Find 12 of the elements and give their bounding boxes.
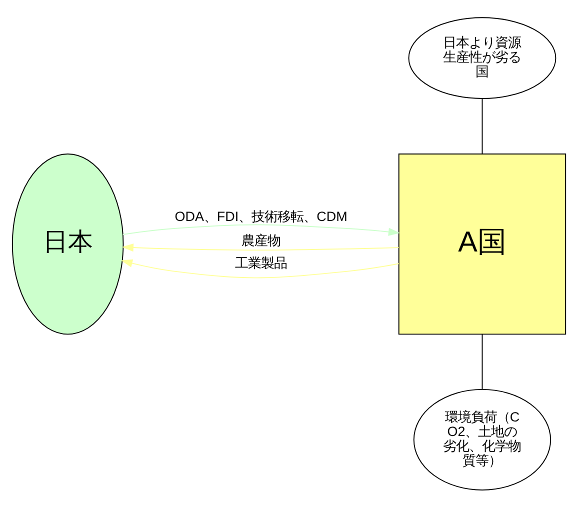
node-ellipse: 日本より資源生産性が劣る国 xyxy=(408,16,556,98)
node-ellipse: 環境負荷（CO2、土地の劣化、化学物質等） xyxy=(413,388,552,490)
arrow xyxy=(122,224,400,236)
node-box: A国 xyxy=(398,152,566,334)
node-ellipse: 日本 xyxy=(12,152,124,334)
edge-label: ODA、FDI、技術移転、CDM xyxy=(174,208,348,224)
connector xyxy=(482,97,483,154)
edge-label: 農産物 xyxy=(242,232,281,248)
arrow xyxy=(122,243,400,252)
connector xyxy=(482,333,483,390)
edge-label: 工業製品 xyxy=(235,254,288,270)
arrow xyxy=(120,258,400,278)
